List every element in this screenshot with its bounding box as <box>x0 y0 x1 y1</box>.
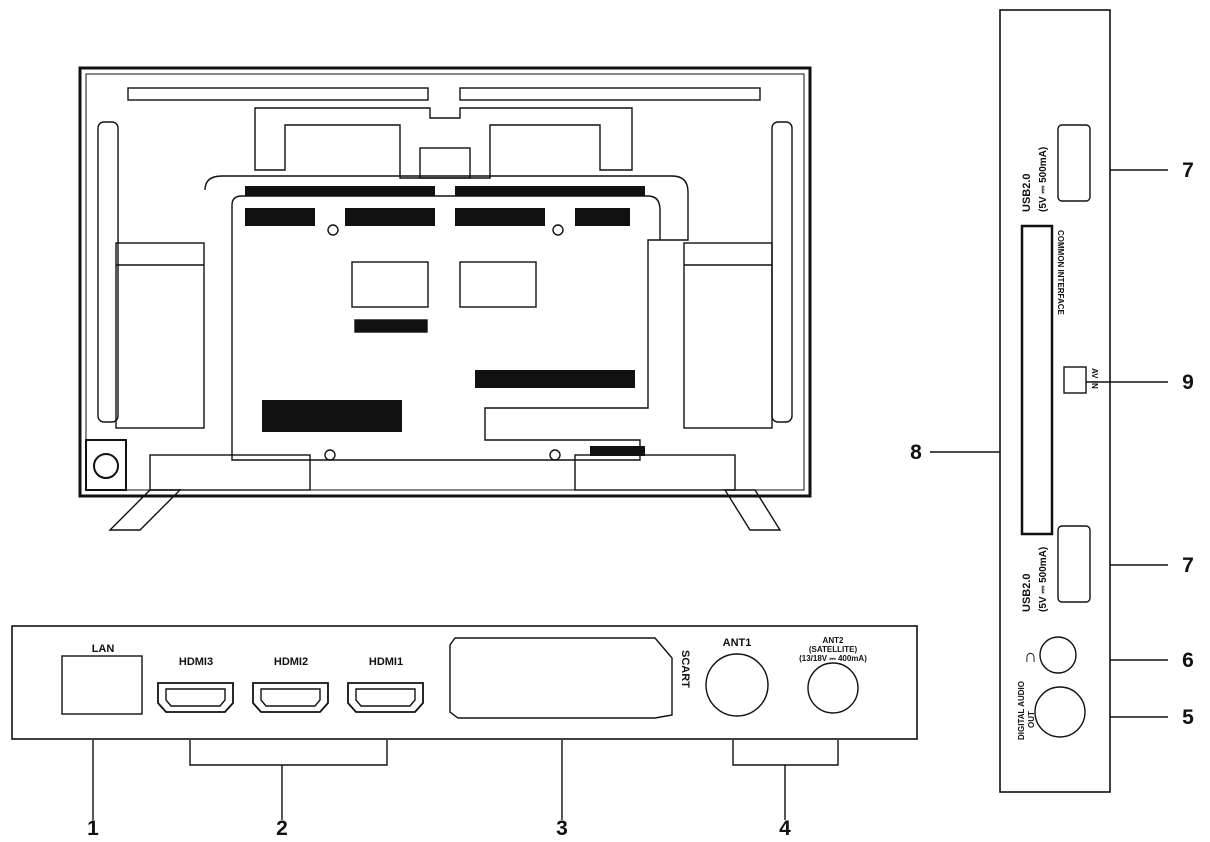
callout-2: 2 <box>276 817 288 840</box>
av-in-port <box>1063 366 1087 394</box>
label-plate-left <box>351 261 429 308</box>
scart-port <box>449 637 673 719</box>
vent-slots <box>245 186 645 456</box>
left-side-rail <box>97 121 119 423</box>
callout-3: 3 <box>556 817 568 840</box>
callout-numbers: 1 2 3 4 5 6 7 7 8 9 <box>87 159 1194 840</box>
bottom-rail-right <box>574 454 736 491</box>
hdmi1-port <box>347 682 424 713</box>
top-vent-left <box>127 87 429 101</box>
right-side-rail <box>771 121 793 423</box>
usb-port-top <box>1057 124 1091 202</box>
common-interface-slot <box>1020 224 1054 536</box>
scart-label: SCART <box>679 650 691 688</box>
digital-audio-label-line2: OUT <box>1027 711 1036 728</box>
headphone-jack <box>1039 636 1077 674</box>
tv-outer-frame <box>78 66 812 498</box>
ant2-label-line2: (SATELLITE) <box>809 645 858 654</box>
left-speaker-box <box>115 242 205 429</box>
headphone-icon: ∩ <box>1024 646 1037 666</box>
callout-7-top: 7 <box>1182 159 1194 182</box>
label-plate-right <box>459 261 537 308</box>
bottom-connector-panel <box>11 625 918 820</box>
callout-7-bottom: 7 <box>1182 554 1194 577</box>
lan-label: LAN <box>92 643 115 655</box>
side-panel-labels: USB2.0 (5V ⎓ 500mA) COMMON INTERFACE AV … <box>1017 147 1099 740</box>
tv-rear-view <box>78 66 812 531</box>
usb-top-label: USB2.0 <box>1021 173 1033 212</box>
right-stand <box>723 489 782 531</box>
screw <box>324 449 336 461</box>
usb-bottom-label: USB2.0 <box>1021 573 1033 612</box>
warning-label <box>354 319 428 333</box>
screw <box>327 224 339 236</box>
usb-bottom-rating: (5V ⎓ 500mA) <box>1038 547 1049 612</box>
side-panel-frame <box>999 9 1111 793</box>
bottom-panel-frame <box>11 625 918 740</box>
digital-audio-label-line1: DIGITAL AUDIO <box>1017 681 1026 740</box>
main-board-outline <box>204 175 689 461</box>
power-socket-box <box>85 439 127 491</box>
bottom-panel-labels: LAN HDMI3 HDMI2 HDMI1 SCART ANT1 ANT2 (S… <box>92 636 868 688</box>
top-vent-right <box>459 87 761 101</box>
screw <box>549 449 561 461</box>
hdmi1-label: HDMI1 <box>369 656 403 668</box>
callout-1: 1 <box>87 817 99 840</box>
usb-port-bottom <box>1057 525 1091 603</box>
right-speaker-box <box>683 242 773 429</box>
bottom-rail-left <box>149 454 311 491</box>
digital-audio-out-port <box>1034 686 1086 738</box>
usb-top-rating: (5V ⎓ 500mA) <box>1038 147 1049 212</box>
av-in-label: AV IN <box>1090 368 1099 389</box>
ant1-port <box>705 653 769 717</box>
side-connector-panel <box>930 9 1168 793</box>
lan-port <box>61 655 143 715</box>
screw <box>552 224 564 236</box>
common-interface-label: COMMON INTERFACE <box>1056 230 1065 316</box>
power-socket-icon <box>93 453 119 479</box>
callout-5: 5 <box>1182 706 1194 729</box>
hdmi2-port <box>252 682 329 713</box>
hdmi2-label: HDMI2 <box>274 656 308 668</box>
ant2-port <box>807 662 859 714</box>
callout-6: 6 <box>1182 649 1194 672</box>
wall-mount-bracket <box>254 107 633 179</box>
callout-9: 9 <box>1182 371 1194 394</box>
mount-center-block <box>419 147 471 179</box>
hdmi3-label: HDMI3 <box>179 656 213 668</box>
tv-inner-frame <box>85 73 805 491</box>
ant1-label: ANT1 <box>723 637 752 649</box>
callout-4: 4 <box>779 817 791 840</box>
callout-8: 8 <box>910 441 922 464</box>
hdmi3-port <box>157 682 234 713</box>
ant2-label-line1: ANT2 <box>823 636 844 645</box>
ant2-label-line3: (13/18V ⎓ 400mA) <box>799 654 867 663</box>
